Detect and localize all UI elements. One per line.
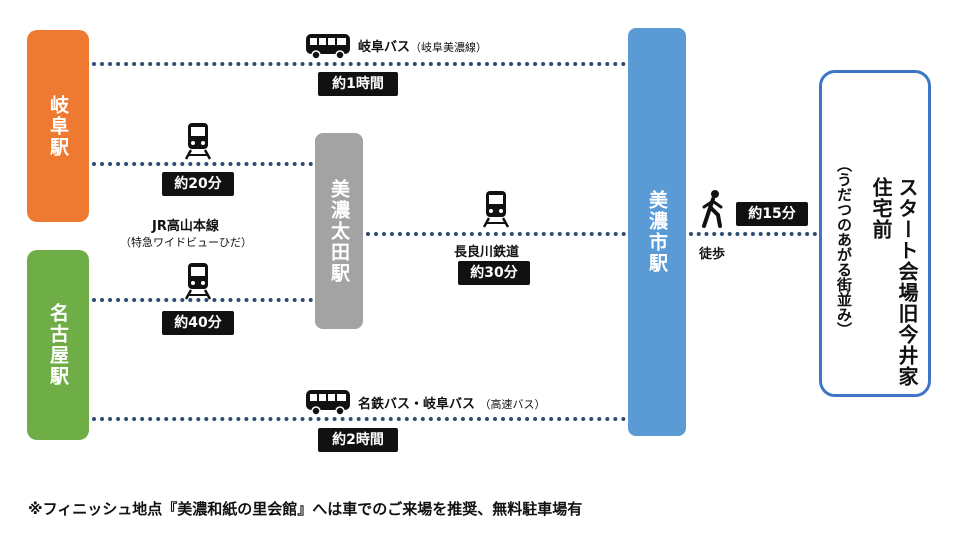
train-icon bbox=[184, 123, 212, 160]
route-line-nagara bbox=[366, 232, 626, 236]
gifu-jr-time: 約20分 bbox=[162, 172, 234, 196]
nagoya-jr-time: 約40分 bbox=[162, 311, 234, 335]
walk-label: 徒歩 bbox=[699, 247, 726, 262]
station-mino-ota: 美濃太田駅 bbox=[315, 133, 363, 329]
nagara-time: 約30分 bbox=[458, 261, 530, 285]
jr-line-label: JR高山本線 bbox=[152, 219, 219, 234]
walking-icon bbox=[702, 190, 723, 228]
bus-icon bbox=[306, 390, 350, 416]
nagara-label: 長良川鉄道 bbox=[454, 245, 520, 260]
station-nagoya: 名古屋駅 bbox=[27, 250, 89, 440]
route-line-gifu-bus bbox=[92, 62, 626, 66]
station-mino: 美濃市駅 bbox=[628, 28, 686, 436]
walk-time: 約15分 bbox=[736, 202, 808, 226]
gifu-bus-label: 岐阜バス（岐阜美濃線） bbox=[358, 40, 488, 55]
nagoya-bus-time: 約2時間 bbox=[318, 428, 398, 452]
route-line-gifu-jr bbox=[92, 162, 313, 166]
goal-name: スタート会場旧今井家住宅前 bbox=[869, 177, 919, 387]
bus-icon bbox=[306, 34, 350, 60]
jr-line-sub: （特急ワイドビューひだ） bbox=[120, 236, 252, 249]
route-line-nagoya-bus bbox=[92, 417, 626, 421]
train-icon bbox=[184, 263, 212, 300]
goal-box: スタート会場旧今井家住宅前 （うだつのあがる街並み） bbox=[819, 70, 931, 397]
train-icon bbox=[482, 191, 510, 228]
goal-sub: （うだつのあがる街並み） bbox=[835, 157, 853, 337]
station-gifu: 岐阜駅 bbox=[27, 30, 89, 222]
route-line-nagoya-jr bbox=[92, 298, 313, 302]
route-line-walk bbox=[689, 232, 817, 236]
footer-note: ※フィニッシュ地点『美濃和紙の里会館』へは車でのご来場を推奨、無料駐車場有 bbox=[28, 500, 583, 518]
nagoya-bus-label: 名鉄バス・岐阜バス （高速バス） bbox=[358, 397, 546, 412]
gifu-bus-time: 約1時間 bbox=[318, 72, 398, 96]
